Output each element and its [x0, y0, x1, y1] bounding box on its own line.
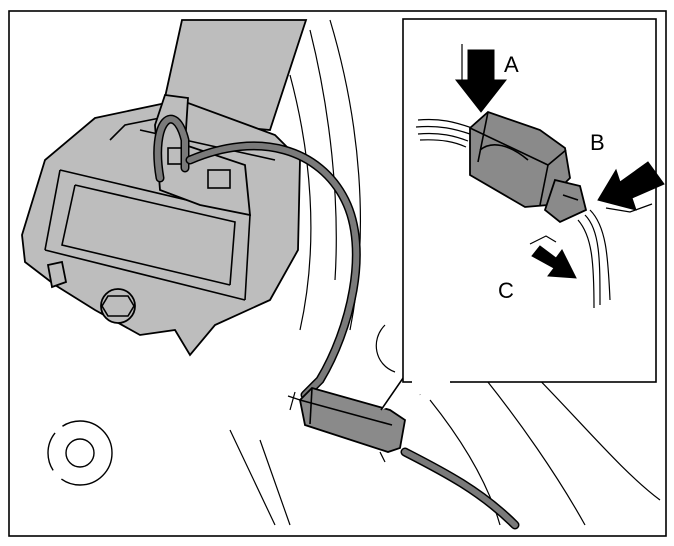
seat-belt-webbing	[158, 19, 308, 131]
arrow-a-icon	[454, 44, 508, 113]
inset-connector	[469, 110, 588, 224]
mounting-bolt-icon	[100, 288, 136, 324]
callout-a-label: A	[504, 52, 519, 77]
callout-b-label: B	[590, 130, 605, 155]
arrow-c-icon	[529, 235, 577, 279]
connector-main-view	[287, 386, 406, 463]
inset-wires-right	[577, 209, 611, 309]
grommet-icon	[47, 420, 113, 486]
callout-c-label: C	[498, 278, 514, 303]
inset-wires-left	[415, 118, 473, 148]
arrow-b-icon	[597, 161, 665, 213]
